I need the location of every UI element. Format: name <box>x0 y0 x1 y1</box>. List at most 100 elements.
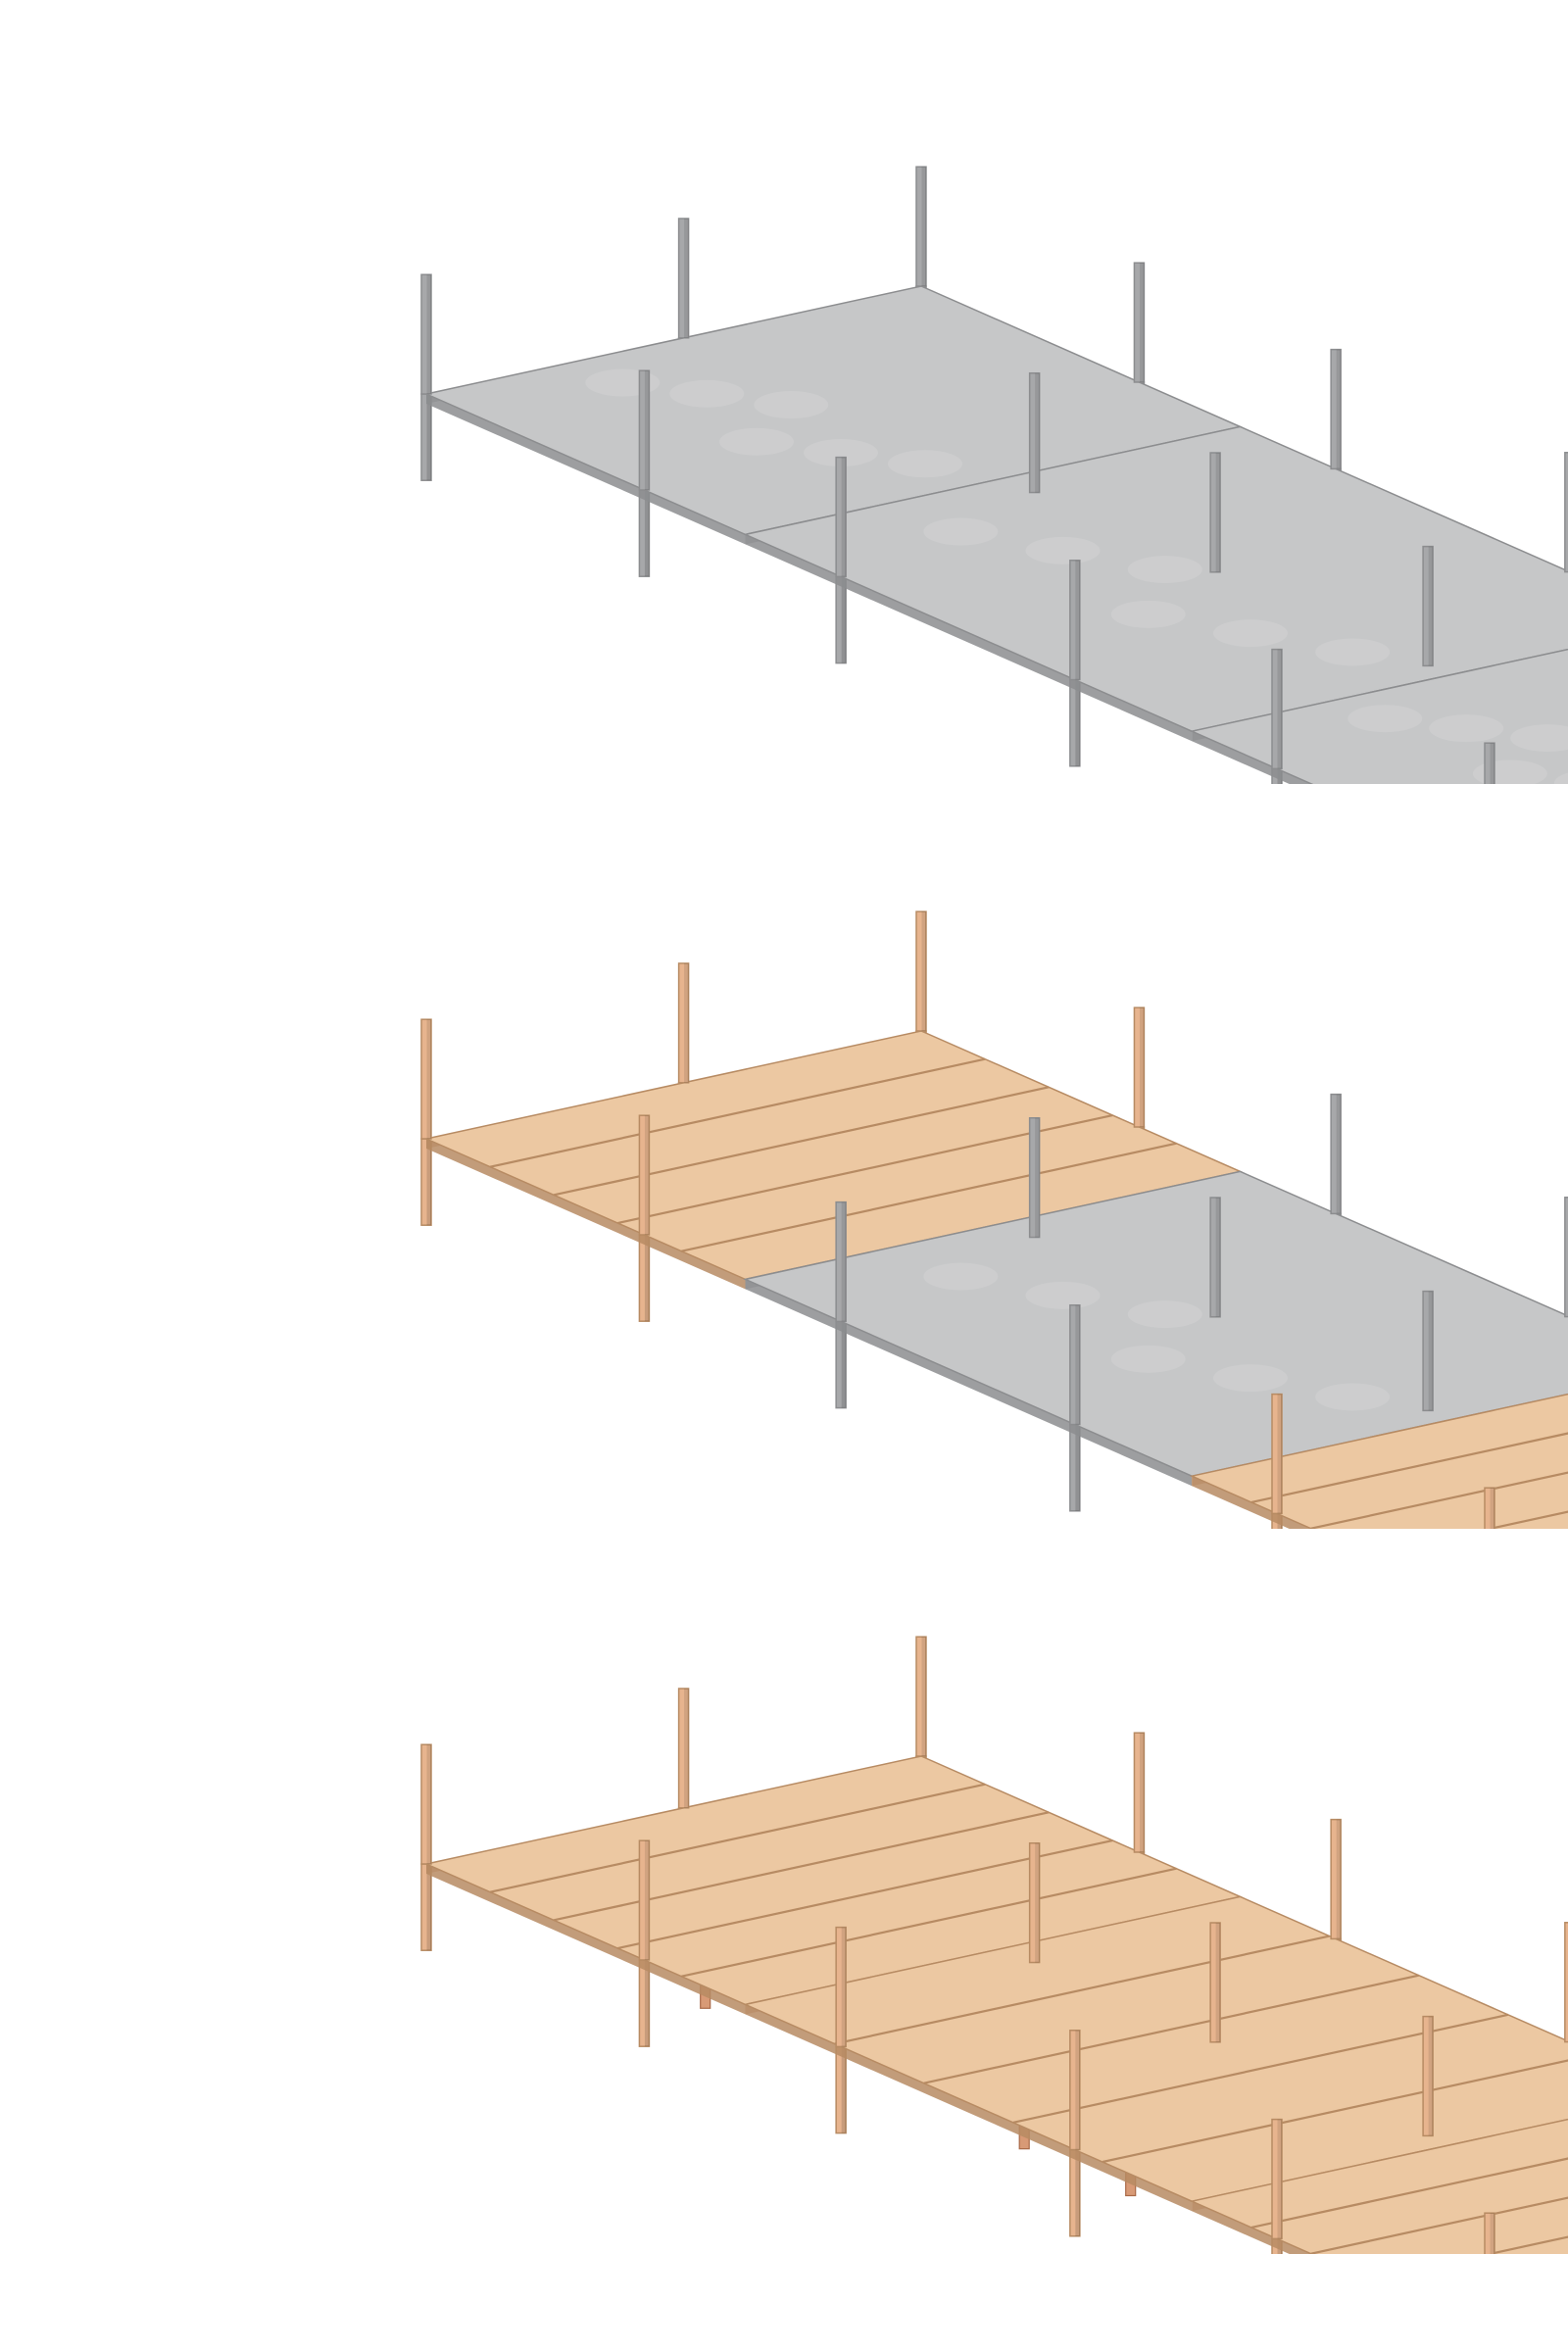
column-upper <box>1209 1922 1221 2043</box>
column-upper <box>638 1839 651 1961</box>
concrete-texture <box>1025 536 1101 564</box>
column-shade <box>1035 372 1040 493</box>
diagram-panel-concrete <box>0 0 1568 784</box>
diagram-panel-hybrid <box>0 745 1568 1529</box>
column-upper <box>1069 1304 1081 1426</box>
diagram-panel-timber <box>0 1470 1568 2254</box>
concrete-texture <box>1127 1300 1202 1329</box>
column-upper <box>835 1200 847 1323</box>
deck-joint <box>553 1811 1050 1922</box>
column-shade <box>1428 546 1434 666</box>
concrete-texture <box>1315 638 1391 666</box>
column-upper <box>638 369 651 491</box>
column-shade <box>644 1959 650 2047</box>
column-upper <box>1422 2015 1434 2137</box>
column-shade <box>1075 1304 1080 1425</box>
slab-edge-1 <box>745 2004 1193 2212</box>
deck-joint <box>923 1974 1420 2084</box>
deck-joint <box>681 1142 1177 1252</box>
column-upper <box>1133 1006 1146 1128</box>
concrete-texture <box>1315 1383 1391 1411</box>
concrete-texture <box>1429 714 1504 743</box>
column-upper <box>1330 1818 1342 1940</box>
column-shade <box>841 1321 847 1408</box>
column-upper <box>1484 742 1495 784</box>
axonometric-hybrid-frame <box>420 910 1568 1529</box>
concrete-texture <box>1553 772 1568 784</box>
concrete-texture <box>669 379 745 408</box>
concrete-texture <box>923 1262 999 1291</box>
column-shade <box>1075 1424 1080 1511</box>
column-shade <box>841 457 847 577</box>
concrete-texture <box>887 450 962 478</box>
column-shade <box>1215 1923 1221 2042</box>
column-shade <box>426 1744 431 1864</box>
column-upper <box>638 1114 651 1236</box>
column-upper <box>1069 2030 1081 2151</box>
deck-joint <box>834 1935 1330 2045</box>
concrete-texture <box>1510 724 1568 753</box>
column-upper <box>1133 1732 1146 1853</box>
column-shade <box>426 274 431 394</box>
column-shade <box>426 1019 431 1139</box>
column-shade <box>1336 349 1342 469</box>
column-upper <box>835 1926 847 2048</box>
column-shade <box>426 1864 431 1951</box>
column-upper <box>1271 2118 1283 2240</box>
column-shade <box>426 394 431 481</box>
column-upper <box>915 910 927 1032</box>
deck-joint <box>489 1783 986 1893</box>
column-upper <box>1330 348 1342 470</box>
concrete-texture <box>1110 1345 1186 1373</box>
column-shade <box>1490 743 1494 784</box>
column-shade <box>1277 2119 1282 2239</box>
column-upper <box>1209 1197 1221 1318</box>
slab-timber-1 <box>743 1895 1568 2202</box>
column-shade <box>1075 679 1080 766</box>
concrete-texture <box>1212 619 1288 648</box>
deck-joint <box>1250 1432 1568 1504</box>
column-upper <box>1069 560 1081 681</box>
column-upper <box>677 962 690 1084</box>
column-shade <box>841 576 847 663</box>
concrete-texture <box>1110 600 1186 628</box>
column-upper <box>1564 1922 1568 2043</box>
column-upper <box>1422 1290 1434 1412</box>
deck-joint <box>1250 2157 1568 2230</box>
column-shade <box>1075 2030 1080 2150</box>
column-shade <box>1075 2149 1080 2236</box>
deck-joint <box>1310 1471 1568 1529</box>
slab-concrete-1 <box>743 425 1568 732</box>
column-shade <box>684 963 689 1083</box>
concrete-texture <box>1348 705 1423 733</box>
column-upper <box>1028 1116 1041 1239</box>
column-upper <box>1484 2212 1495 2254</box>
column-shade <box>644 489 650 577</box>
column-shade <box>426 1139 431 1226</box>
slab-edge-1 <box>745 1279 1193 1487</box>
concrete-texture <box>1127 556 1202 584</box>
column-shade <box>841 2046 847 2133</box>
column-upper <box>835 456 847 578</box>
deck-joint <box>553 1086 1050 1197</box>
column-upper <box>420 1018 432 1140</box>
column-shade <box>1336 1094 1342 1214</box>
column-upper <box>1271 1393 1283 1515</box>
column-upper <box>1271 648 1283 770</box>
column-shade <box>921 911 926 1031</box>
slab-edge-0 <box>426 394 746 545</box>
axonometric-concrete-frame <box>420 166 1568 784</box>
column-shade <box>1490 1488 1494 1529</box>
column-shade <box>1215 453 1221 572</box>
column-shade <box>841 1201 847 1322</box>
axonometric-timber-frame <box>420 1636 1568 2254</box>
column-shade <box>1139 1007 1145 1127</box>
column-upper <box>1133 262 1146 383</box>
column-upper <box>1330 1093 1342 1215</box>
column-shade <box>1075 560 1080 680</box>
column-upper <box>420 273 432 395</box>
column-shade <box>644 1234 650 1322</box>
concrete-texture <box>719 427 795 456</box>
column-shade <box>1215 1198 1221 1317</box>
concrete-texture <box>1025 1281 1101 1309</box>
